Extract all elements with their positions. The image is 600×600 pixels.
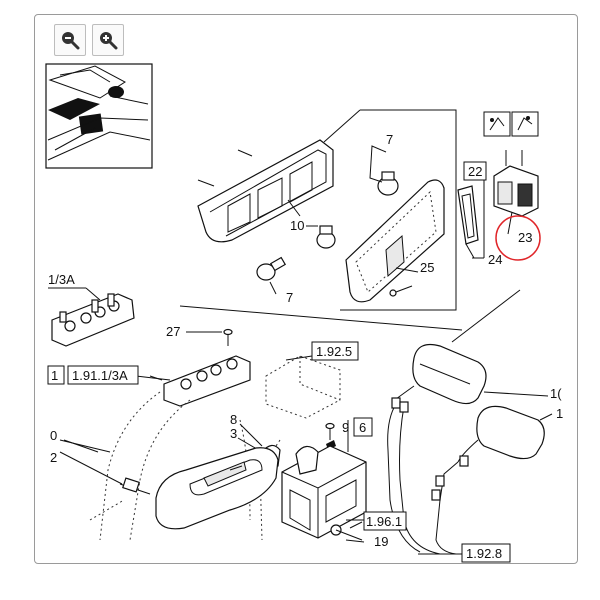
callout-9[interactable]: 9 — [342, 420, 349, 435]
callout-2[interactable]: 2 — [50, 450, 57, 465]
callout-7-bottom[interactable]: 7 — [286, 290, 293, 305]
callout-1-box — [47, 365, 65, 385]
callout-1[interactable]: 1 — [51, 368, 58, 383]
inset-thumbnail[interactable] — [45, 63, 153, 169]
ref-1-3a[interactable]: 1/3A — [48, 272, 75, 287]
callout-8[interactable]: 8 — [230, 412, 237, 427]
callout-27[interactable]: 27 — [166, 324, 180, 339]
ref-1-92-8[interactable]: 1.92.8 — [466, 546, 502, 561]
control-module[interactable] — [265, 355, 341, 419]
joystick-base[interactable] — [281, 445, 367, 541]
wiring-harness — [387, 397, 469, 555]
screw-27[interactable] — [186, 328, 233, 347]
switch-panel-lower[interactable] — [135, 355, 251, 407]
ref-1-92-5-box — [311, 341, 359, 361]
zoom-out-button[interactable] — [54, 24, 86, 56]
callout-3[interactable]: 3 — [230, 426, 237, 441]
rear-light-assembly[interactable] — [179, 109, 463, 331]
work-light-lower[interactable] — [457, 405, 553, 463]
callout-25[interactable]: 25 — [420, 260, 434, 275]
callout-23[interactable]: 23 — [518, 230, 532, 245]
callout-leaders — [63, 199, 462, 555]
ref-1-91-1-3a[interactable]: 1.91.1/3A — [72, 368, 128, 383]
callout-6[interactable]: 6 — [359, 420, 366, 435]
armrest-console[interactable] — [59, 439, 279, 530]
callout-24[interactable]: 24 — [488, 252, 502, 267]
zoom-out-icon — [62, 32, 80, 50]
callout-22[interactable]: 22 — [468, 164, 482, 179]
ref-1-96-1[interactable]: 1.96.1 — [366, 514, 402, 529]
callout-1-upper-right[interactable]: 1( — [550, 386, 562, 401]
callout-7-top[interactable]: 7 — [386, 132, 393, 147]
zoom-in-button[interactable] — [92, 24, 124, 56]
callout-10[interactable]: 10 — [290, 218, 304, 233]
callout-19[interactable]: 19 — [374, 534, 388, 549]
ref-1-91-1-3a-box — [67, 365, 139, 385]
callout-1-lower-right[interactable]: 1 — [556, 406, 563, 421]
ref-1-92-8-box — [461, 543, 511, 563]
zoom-in-icon — [100, 32, 118, 50]
switch-panel-upper[interactable] — [48, 287, 135, 347]
ref-1-96-1-box — [363, 511, 407, 531]
work-light-upper[interactable] — [391, 289, 549, 405]
highlight-circle — [495, 215, 541, 261]
ref-1-92-5[interactable]: 1.92.5 — [316, 344, 352, 359]
light-switch-assembly[interactable] — [457, 111, 539, 259]
callout-22-box — [463, 161, 487, 181]
callout-0[interactable]: 0 — [50, 428, 57, 443]
callout-6-box — [353, 417, 373, 437]
